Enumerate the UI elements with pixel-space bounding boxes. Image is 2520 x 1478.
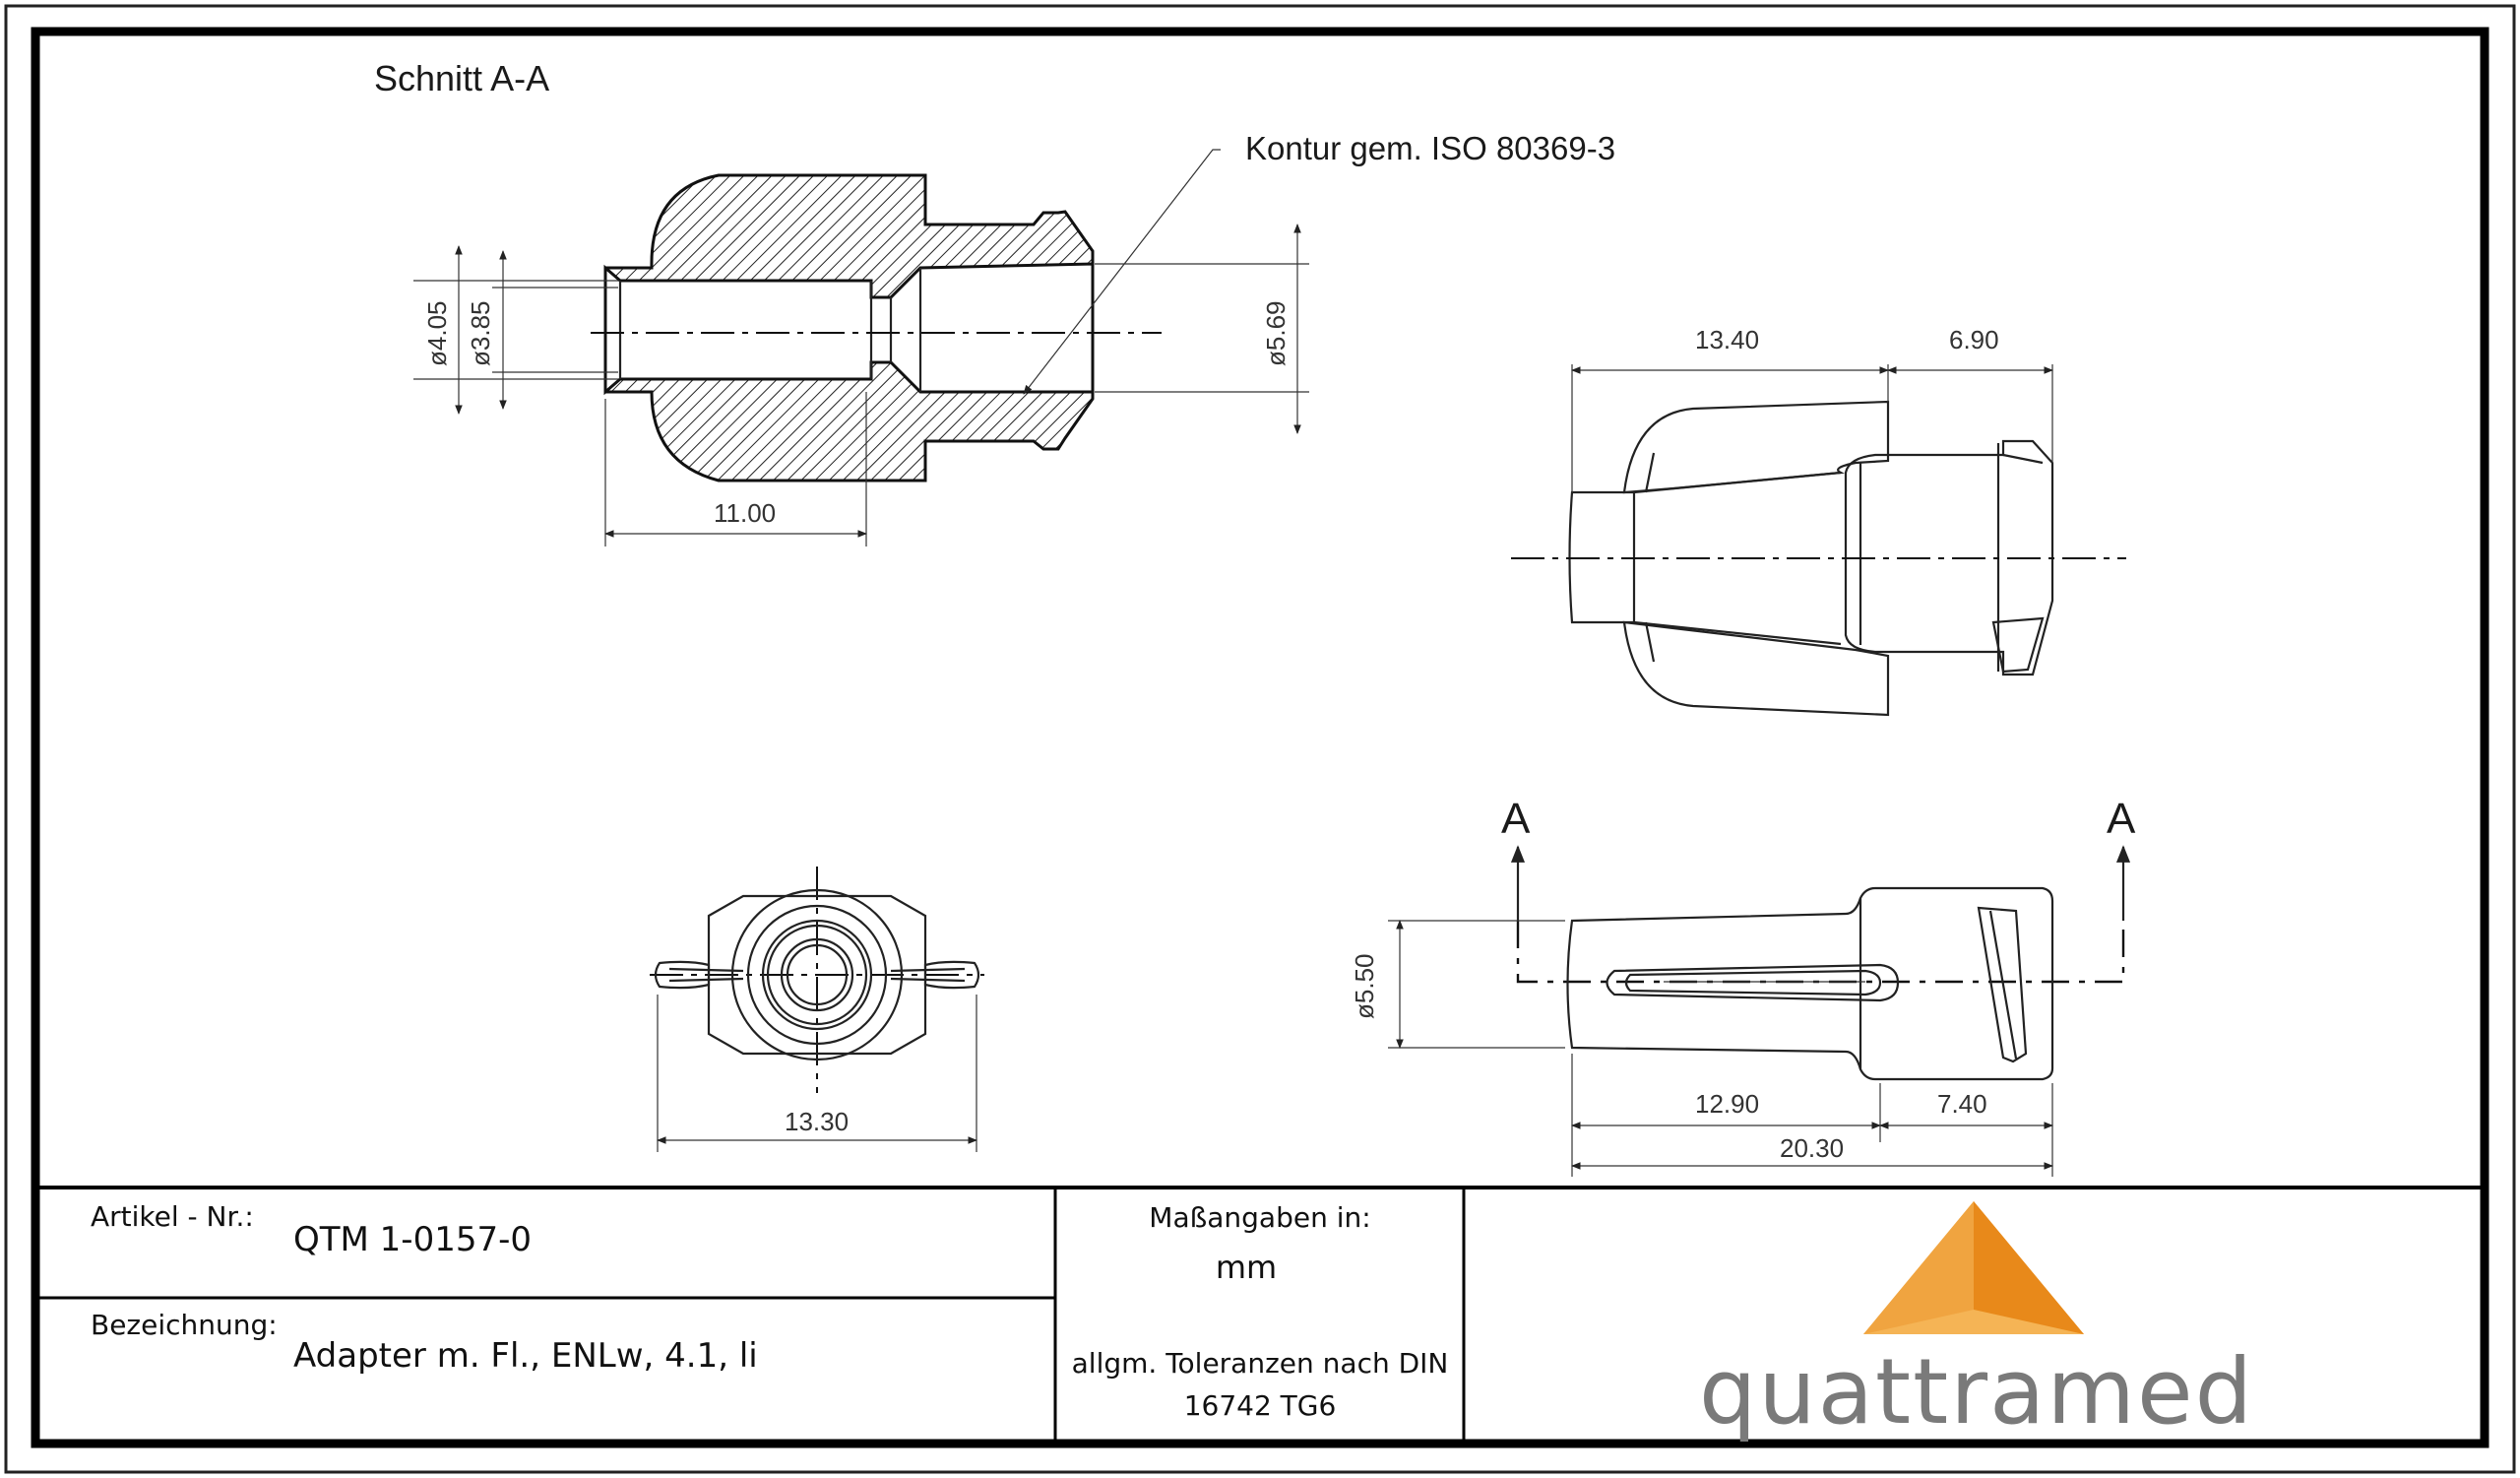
dim-d550: ø5.50 [1350, 954, 1379, 1020]
top-view: A A ø5.50 12.90 7.40 20.30 [1350, 795, 2136, 1177]
section-title: Schnitt A-A [374, 58, 549, 98]
units-value: mm [1216, 1249, 1277, 1286]
outer-frame [4, 4, 2516, 1474]
dim-len-1290: 12.90 [1695, 1089, 1759, 1119]
section-view: Schnitt A-A ø4.05 ø3.85 ø5.69 11.00 [374, 58, 1615, 546]
tolerance-line-1: allgm. Toleranzen nach DIN [1072, 1347, 1449, 1380]
dim-len-690: 6.90 [1949, 325, 1999, 354]
bezeichnung-value: Adapter m. Fl., ENLw, 4.1, li [293, 1336, 758, 1376]
section-bore [603, 262, 1095, 396]
side-view: 13.40 6.90 [1511, 325, 2126, 717]
contour-leader [1023, 149, 1221, 395]
end-view: 13.30 [650, 867, 984, 1152]
dim-len-1340: 13.40 [1695, 325, 1759, 354]
dim-len-1100: 11.00 [714, 498, 776, 528]
quattramed-logo: quattramed [1699, 1201, 2254, 1445]
section-line [1516, 921, 2125, 984]
dim-width-1330: 13.30 [785, 1107, 849, 1136]
units-label: Maßangaben in: [1149, 1201, 1370, 1234]
section-marker-right: A [2107, 795, 2136, 843]
dim-d569: ø5.69 [1261, 301, 1291, 367]
tolerance-line-2: 16742 TG6 [1184, 1389, 1337, 1422]
dim-len-2030: 20.30 [1780, 1133, 1844, 1163]
dim-d385: ø3.85 [466, 301, 495, 367]
artikel-label: Artikel - Nr.: [91, 1200, 254, 1233]
dim-d405: ø4.05 [422, 301, 452, 367]
title-block: Artikel - Nr.: QTM 1-0157-0 Bezeichnung:… [35, 1186, 2485, 1445]
contour-note: Kontur gem. ISO 80369-3 [1245, 130, 1615, 166]
artikel-value: QTM 1-0157-0 [293, 1220, 532, 1259]
dim-len-740: 7.40 [1937, 1089, 1987, 1119]
inner-frame [31, 27, 2489, 1448]
section-marker-left: A [1501, 795, 1531, 843]
bezeichnung-label: Bezeichnung: [91, 1309, 278, 1341]
logo-text: quattramed [1699, 1339, 2254, 1445]
